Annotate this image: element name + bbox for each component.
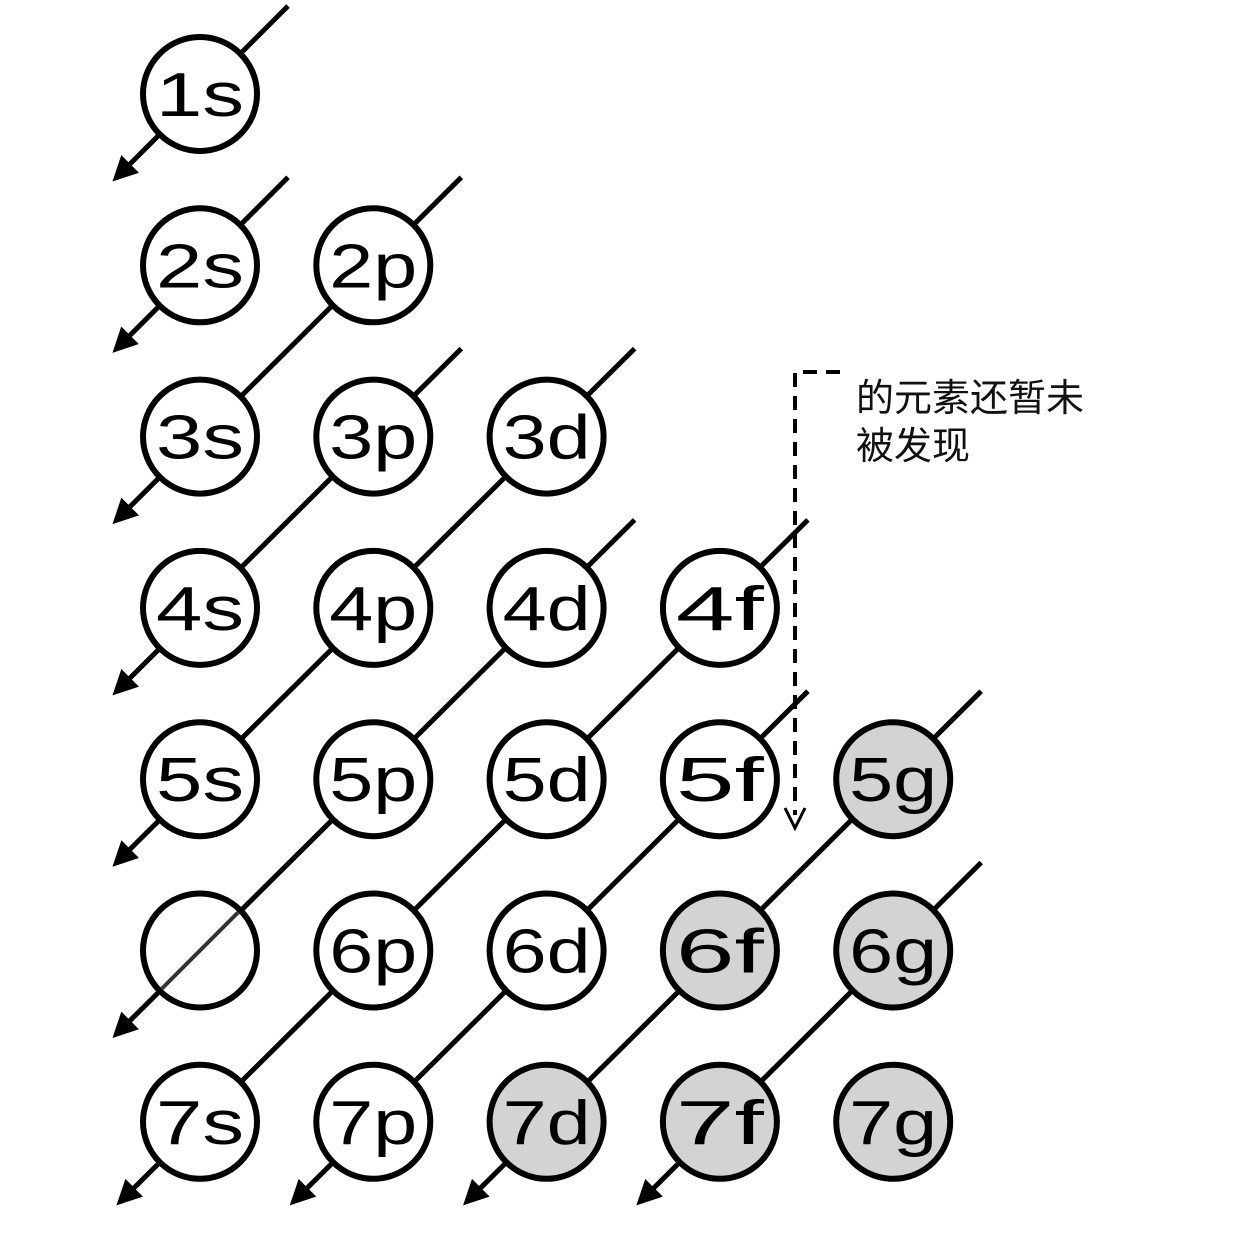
annotation-line-1: 的元素还暂未: [856, 376, 1085, 420]
orbital-blank: [140, 890, 260, 1011]
orbital-7d: 7d: [486, 1061, 607, 1182]
orbital-label: 6p: [329, 918, 417, 987]
orbital-label: 4f: [676, 575, 765, 644]
orbital-circle: [313, 1061, 434, 1182]
orbital-5s: 5s: [140, 719, 260, 840]
orbital-label: 4d: [503, 575, 591, 644]
orbital-label: 7f: [676, 1089, 765, 1158]
orbital-label: 2p: [329, 232, 417, 301]
orbital-5g: 5g: [833, 719, 954, 840]
orbital-label: 7g: [849, 1089, 937, 1158]
orbital-circle: [140, 1061, 260, 1182]
orbital-label: 5p: [329, 746, 417, 815]
orbital-circle: [313, 890, 434, 1011]
orbital-circle: [659, 719, 780, 840]
orbital-circle: [140, 376, 260, 497]
orbital-circle: [486, 719, 607, 840]
orbital-5p: 5p: [313, 719, 434, 840]
orbital-7g: 7g: [833, 1061, 954, 1182]
orbital-circle: [486, 547, 607, 668]
annotation-line-2: 被发现: [856, 424, 971, 468]
orbital-2s: 2s: [140, 205, 260, 326]
orbital-circle: [140, 34, 260, 154]
orbital-3s: 3s: [140, 376, 260, 497]
orbital-circle: [486, 376, 607, 497]
orbital-5f: 5f: [659, 719, 780, 840]
orbital-label: 5d: [503, 746, 591, 815]
orbital-circle: [659, 1061, 780, 1182]
orbital-circle: [140, 547, 260, 668]
orbital-label: 3d: [503, 404, 591, 473]
annotation-dashed-arrow: [783, 370, 840, 832]
orbital-label: 3p: [329, 404, 417, 473]
orbital-1s: 1s: [140, 34, 260, 154]
orbital-6d: 6d: [486, 890, 607, 1011]
orbital-label: 6f: [676, 918, 765, 987]
orbital-circle: [140, 719, 260, 840]
orbital-label: 4s: [156, 575, 244, 644]
orbital-7f: 7f: [659, 1061, 780, 1182]
orbital-label: 7s: [156, 1089, 244, 1158]
orbital-3p: 3p: [313, 376, 434, 497]
orbital-circle: [313, 547, 434, 668]
orbital-4f: 4f: [659, 547, 780, 668]
orbital-label: 7p: [329, 1089, 417, 1158]
orbital-5d: 5d: [486, 719, 607, 840]
orbital-6p: 6p: [313, 890, 434, 1011]
orbital-4p: 4p: [313, 547, 434, 668]
orbital-3d: 3d: [486, 376, 607, 497]
faint-line: [160, 911, 240, 990]
orbital-circle: [486, 1061, 607, 1182]
orbital-circle: [833, 1061, 954, 1182]
orbital-circle: [659, 547, 780, 668]
orbital-4d: 4d: [486, 547, 607, 668]
orbital-circle: [659, 890, 780, 1011]
orbital-7s: 7s: [140, 1061, 260, 1182]
orbital-label: 5f: [676, 746, 765, 815]
orbital-label: 5s: [156, 746, 244, 815]
orbital-label: 4p: [329, 575, 417, 644]
orbital-circle: [833, 719, 954, 840]
orbital-label: 1s: [156, 61, 244, 130]
orbital-circle: [833, 890, 954, 1011]
orbital-7p: 7p: [313, 1061, 434, 1182]
orbital-circle: [140, 205, 260, 326]
orbital-6g: 6g: [833, 890, 954, 1011]
orbital-circle: [313, 205, 434, 326]
orbital-label: 3s: [156, 404, 244, 473]
orbital-2p: 2p: [313, 205, 434, 326]
orbital-circle: [313, 376, 434, 497]
orbital-label: 6d: [503, 918, 591, 987]
orbital-4s: 4s: [140, 547, 260, 668]
orbital-label: 7d: [503, 1089, 591, 1158]
orbital-label: 6g: [849, 918, 937, 987]
orbital-6f: 6f: [659, 890, 780, 1011]
orbital-circle: [486, 890, 607, 1011]
orbital-label: 2s: [156, 232, 244, 301]
orbital-circle: [313, 719, 434, 840]
orbital-label: 5g: [849, 746, 937, 815]
